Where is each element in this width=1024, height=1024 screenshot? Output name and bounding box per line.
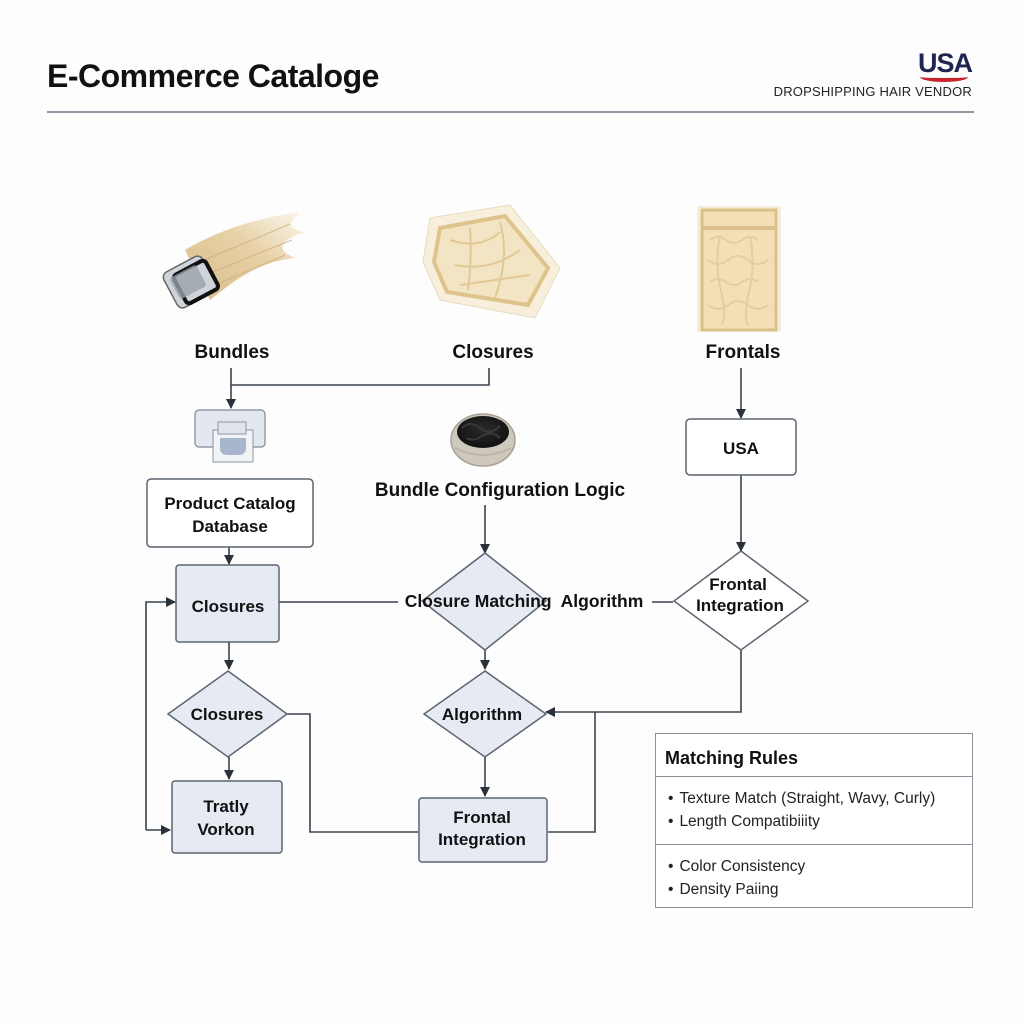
tratly-line1: Tratly bbox=[203, 797, 249, 816]
tratly-line2: Vorkon bbox=[197, 820, 254, 839]
database-icon[interactable] bbox=[194, 409, 266, 463]
rule-item: Color Consistency bbox=[668, 855, 972, 878]
product-catalog-node[interactable]: Product Catalog Database bbox=[146, 478, 314, 548]
product-catalog-line1: Product Catalog bbox=[164, 494, 295, 513]
header-divider bbox=[47, 111, 974, 113]
hair-bundle-image bbox=[162, 212, 305, 309]
frontal-box-line2: Integration bbox=[438, 830, 526, 849]
matching-rules-group-2: Color Consistency Density Paiing bbox=[656, 845, 972, 901]
matching-rules-title: Matching Rules bbox=[656, 734, 972, 777]
edge-frontal-box-to-algorithm bbox=[548, 712, 596, 833]
edge-decision-to-frontal-box bbox=[287, 713, 418, 833]
closure-matching-decision[interactable] bbox=[420, 552, 548, 651]
closures-decision[interactable]: Closures bbox=[166, 670, 289, 758]
bundle-config-label: Bundle Configuration Logic bbox=[375, 480, 626, 501]
closure-matching-label: Closure Matching Algorithm bbox=[405, 591, 644, 611]
closures-node-label: Closures bbox=[192, 597, 265, 616]
edge-bundles-closures-link bbox=[231, 368, 490, 386]
frontal-decision-line1: Frontal bbox=[709, 575, 767, 594]
lace-frontal-image bbox=[697, 206, 781, 332]
bundle-roll-image bbox=[450, 413, 516, 467]
smile-swoosh-icon bbox=[919, 72, 968, 82]
algorithm-decision[interactable]: Algorithm bbox=[422, 670, 548, 758]
rule-item: Length Compatibiiity bbox=[668, 810, 972, 833]
edge-frontal-decision-to-algorithm bbox=[545, 650, 742, 717]
edge-loop-to-closures bbox=[145, 597, 176, 830]
category-label-bundles: Bundles bbox=[195, 342, 270, 363]
category-label-closures: Closures bbox=[452, 342, 533, 363]
category-label-frontals: Frontals bbox=[706, 342, 781, 363]
closures-decision-label: Closures bbox=[191, 705, 264, 724]
rule-item: Density Paiing bbox=[668, 878, 972, 901]
frontal-box-line1: Frontal bbox=[453, 808, 511, 827]
frontal-integration-node[interactable]: Frontal Integration bbox=[418, 797, 548, 863]
frontal-integration-decision[interactable]: Frontal Integration bbox=[672, 550, 810, 651]
matching-rules-group-1: Texture Match (Straight, Wavy, Curly) Le… bbox=[656, 777, 972, 845]
frontal-decision-line2: Integration bbox=[696, 596, 784, 615]
rule-item: Texture Match (Straight, Wavy, Curly) bbox=[668, 787, 972, 810]
page-title: E-Commerce Cataloge bbox=[47, 58, 379, 94]
tratly-vorkon-node[interactable]: Tratly Vorkon bbox=[171, 780, 283, 854]
matching-rules-panel: Matching Rules Texture Match (Straight, … bbox=[655, 733, 973, 908]
lace-closure-image bbox=[422, 204, 561, 319]
brand-logo: USA bbox=[918, 48, 973, 82]
closures-node[interactable]: Closures bbox=[175, 564, 280, 643]
brand-block: USA DROPSHIPPING HAIR VENDOR bbox=[773, 48, 973, 99]
edges bbox=[145, 368, 746, 835]
algorithm-decision-label: Algorithm bbox=[442, 705, 522, 724]
brand-subtitle: DROPSHIPPING HAIR VENDOR bbox=[773, 84, 972, 99]
product-catalog-line2: Database bbox=[192, 517, 268, 536]
usa-node-label: USA bbox=[723, 439, 759, 458]
usa-node[interactable]: USA bbox=[685, 418, 797, 476]
